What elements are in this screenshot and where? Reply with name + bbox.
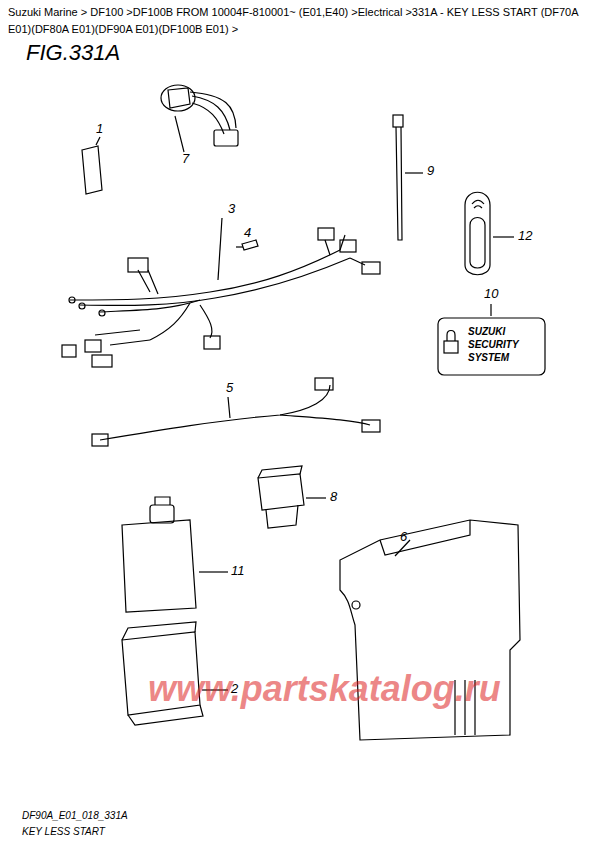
breadcrumb: Suzuki Marine > DF100 >DF100B FROM 10004… — [8, 4, 592, 38]
callout-number: 12 — [518, 229, 532, 244]
callout-number: 1 — [96, 122, 103, 137]
figure-title: FIG.331A — [26, 40, 120, 65]
drawing-number: DF90A_E01_018_331A — [22, 810, 128, 822]
callout-number: 9 — [427, 164, 434, 179]
callout-number: 11 — [231, 564, 245, 579]
watermark: www.partskatalog.ru — [148, 668, 501, 709]
callout-number: 3 — [228, 202, 235, 217]
figure-caption: KEY LESS START — [22, 826, 105, 838]
callout-number: 5 — [226, 381, 233, 396]
callout-number: 4 — [244, 226, 251, 241]
callout-number: 8 — [330, 490, 337, 505]
callout-number: 10 — [484, 287, 498, 302]
sticker-text: SUZUKI SECURITY SYSTEM — [468, 325, 540, 364]
callout-number: 6 — [400, 530, 407, 545]
callout-number: 7 — [182, 152, 189, 167]
